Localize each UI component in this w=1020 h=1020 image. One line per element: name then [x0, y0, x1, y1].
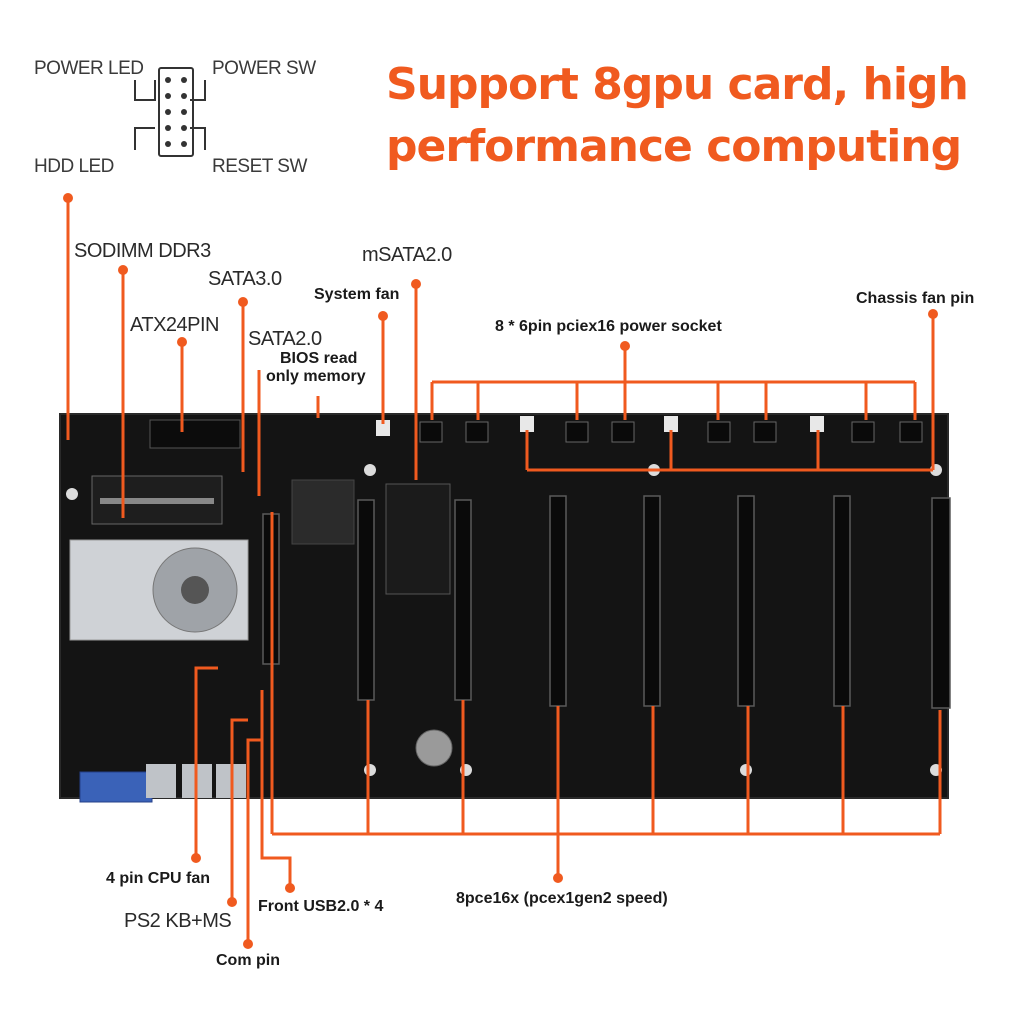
cmos-battery	[415, 729, 453, 767]
atx24-label: ATX24PIN	[130, 314, 220, 336]
com-pin-label: Com pin	[216, 952, 280, 969]
power-led-label: POWER LED	[34, 58, 144, 79]
power-sw-label: POWER SW	[212, 58, 316, 79]
ps2-label: PS2 KB+MS	[124, 910, 232, 932]
bios-label-line-1: BIOS read	[280, 350, 358, 367]
front-usb-label: Front USB2.0 * 4	[258, 898, 384, 915]
chipset-heatsink	[291, 479, 355, 545]
pcie-power-sockets	[419, 421, 923, 443]
front-panel-pin-header	[134, 67, 206, 157]
bios-label-line-2: only memory	[266, 368, 366, 385]
callout-leaders	[66, 198, 942, 942]
cpu-fan-label: 4 pin CPU fan	[106, 870, 211, 887]
system-fan-label: System fan	[314, 286, 400, 303]
reset-sw-label: RESET SW	[212, 156, 307, 177]
headline-line-1: Support 8gpu card, high	[386, 59, 969, 110]
hdd-led-label: HDD LED	[34, 156, 114, 177]
cpu-cooler	[69, 539, 249, 641]
sodimm-label: SODIMM DDR3	[74, 240, 211, 262]
callout-dots	[63, 193, 938, 949]
sata2-label: SATA2.0	[248, 328, 322, 350]
power-socket-label: 8 * 6pin pciex16 power socket	[495, 318, 722, 335]
pcie-slots	[262, 495, 951, 709]
msata-slot	[385, 483, 451, 595]
atx24-connector	[149, 419, 241, 449]
vga-port	[79, 771, 153, 803]
chassis-fan-headers	[376, 416, 824, 436]
headline: Support 8gpu card, high performance comp…	[386, 54, 969, 178]
msata-label: mSATA2.0	[362, 244, 452, 266]
pcie-slots-label: 8pce16x (pcex1gen2 speed)	[456, 890, 668, 907]
motherboard	[59, 413, 951, 803]
headline-line-2: performance computing	[386, 121, 962, 172]
sata3-label: SATA3.0	[208, 268, 282, 290]
chassis-fan-label: Chassis fan pin	[856, 290, 975, 307]
usb-port-1	[146, 764, 176, 798]
